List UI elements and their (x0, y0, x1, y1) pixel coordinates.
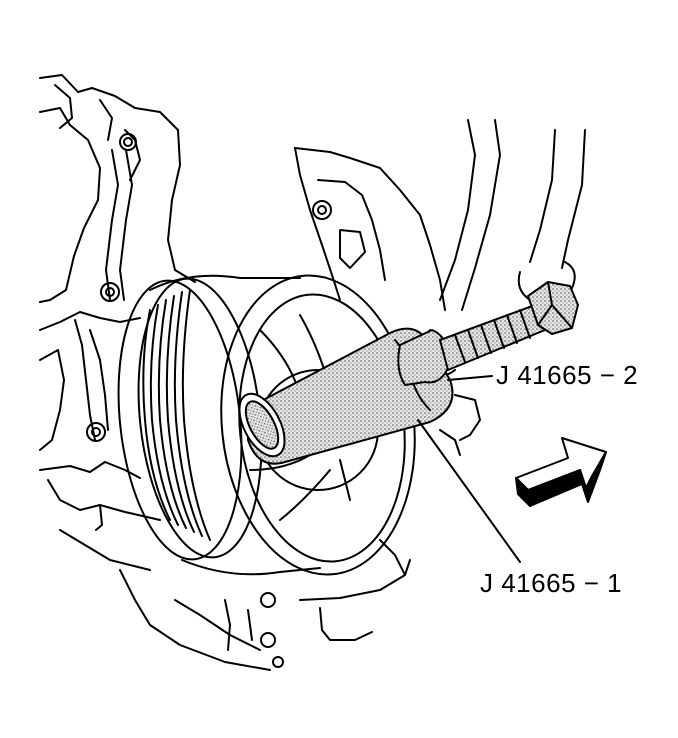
crankshaft-balancer (117, 274, 416, 576)
arrow-right-icon (515, 437, 607, 507)
wrench (420, 119, 586, 377)
label-j41665-1: J 41665 − 1 (480, 568, 623, 598)
leader-line-1 (417, 419, 521, 563)
label-j41665-2: J 41665 − 2 (496, 360, 639, 390)
leader-line-2 (447, 375, 493, 381)
engine-block (39, 74, 411, 671)
upper-bracket (294, 147, 446, 311)
tool-j41665-2 (397, 281, 579, 386)
